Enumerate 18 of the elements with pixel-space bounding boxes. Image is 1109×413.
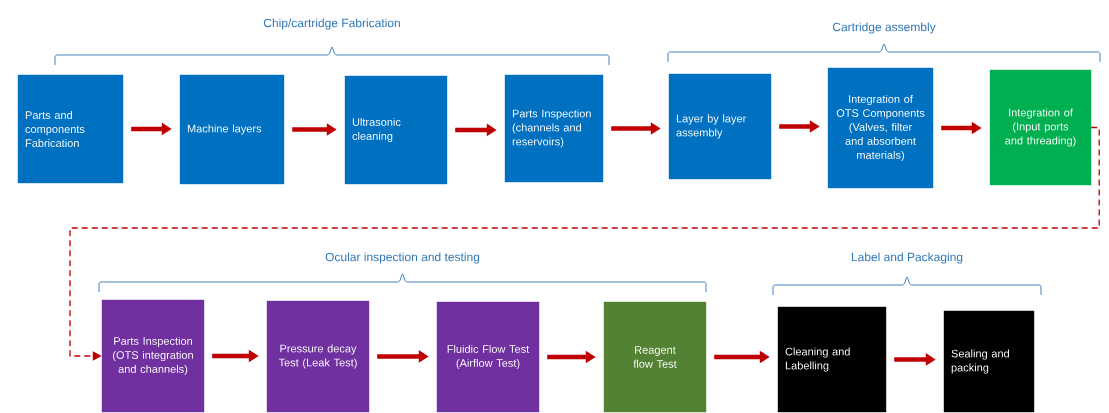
group-heading: Ocular inspection and testing xyxy=(325,252,480,264)
process-box: Machine layers xyxy=(179,74,285,185)
arrow xyxy=(69,126,1100,361)
process-box: Cleaning and Labelling xyxy=(777,306,887,413)
process-box: Layer by layer assembly xyxy=(668,73,772,180)
group-heading: Label and Packaging xyxy=(851,252,963,264)
process-box: Fluidic Flow Test (Airflow Test) xyxy=(436,301,540,413)
process-box: Parts Inspection (channels and reservoirs) xyxy=(504,74,604,183)
process-box: Integration of OTS Components (Valves, filter and absorbent materials) xyxy=(827,67,934,189)
process-box: Sealing and packing xyxy=(943,310,1035,413)
group-heading: Chip/cartridge Fabrication xyxy=(263,18,400,30)
process-box: Ultrasonic cleaning xyxy=(344,75,448,185)
group-heading: Cartridge assembly xyxy=(832,22,936,34)
process-box: Reagent flow Test xyxy=(603,301,707,413)
process-box: Integration of (Input ports and threading) xyxy=(989,69,1092,186)
process-box: Parts Inspection (OTS integration and channels) xyxy=(101,299,205,413)
process-box: Parts and components Fabrication xyxy=(17,74,124,184)
process-box: Pressure decay Test (Leak Test) xyxy=(266,300,370,413)
